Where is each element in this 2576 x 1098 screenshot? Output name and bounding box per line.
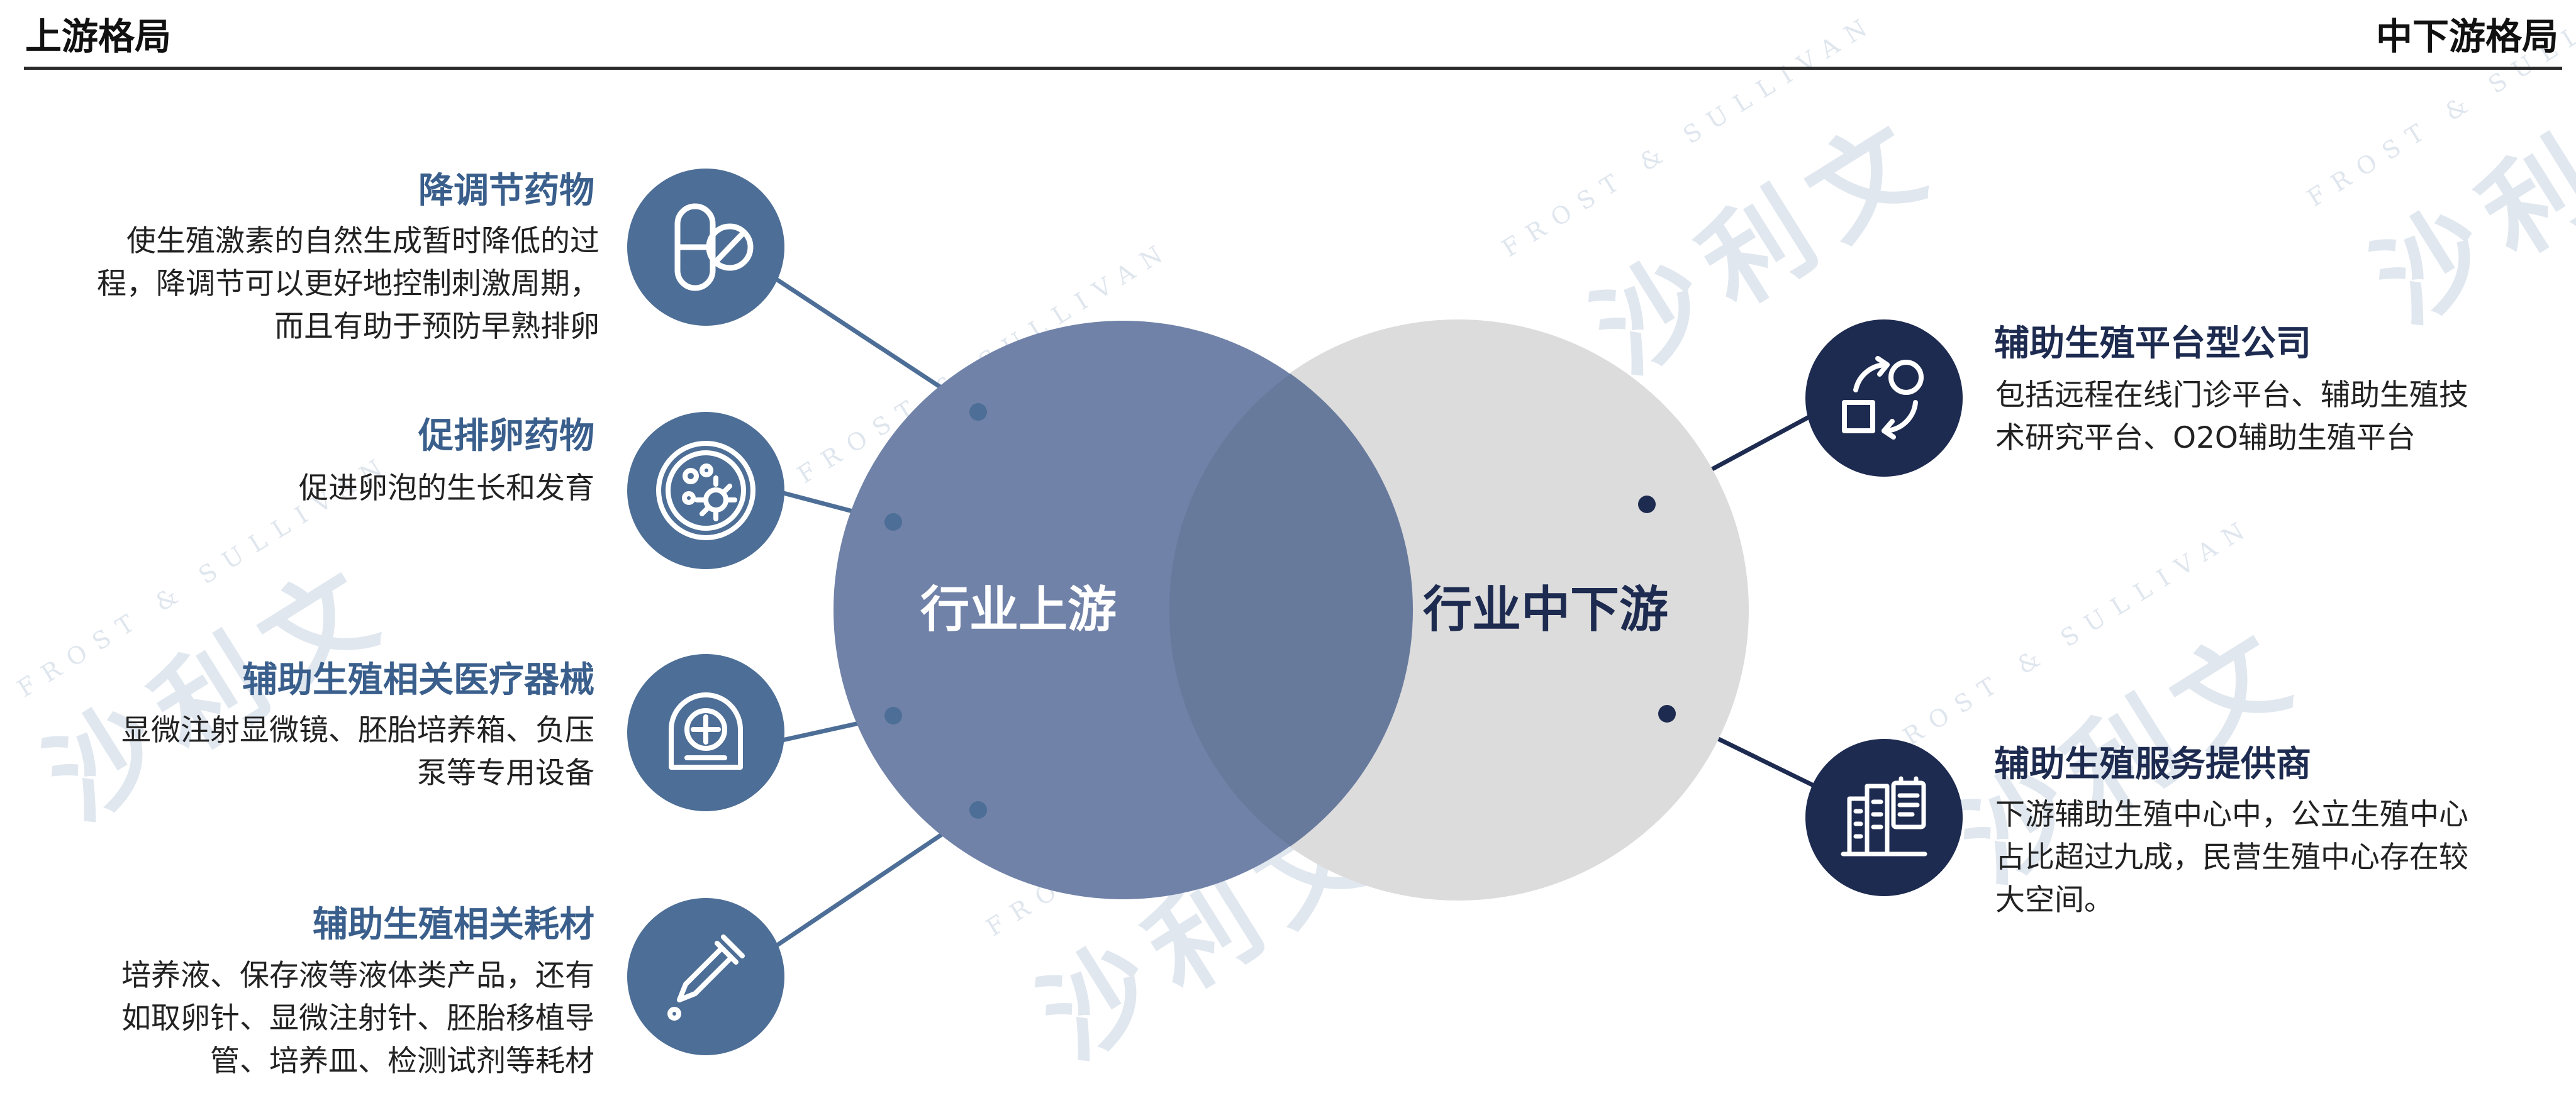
item-description-line: 包括远程在线门诊平台、辅助生殖技 [1995,378,2468,413]
item-description: 显微注射显微镜、胚胎培养箱、负压 泵等专用设备 [121,709,594,795]
item-description-line: 大空间。 [1995,883,2114,918]
connector-dot [1658,705,1676,723]
pill-capsule-icon [627,169,784,326]
upstream-section-title: 上游格局 [25,15,172,58]
platform-cycle-icon [1805,319,1963,477]
building-clipboard-icon [1805,739,1963,896]
item-description: 培养液、保存液等液体类产品，还有 如取卵针、显微注射针、胚胎移植导 管、培养皿、… [121,955,594,1083]
connector-dot [969,801,987,819]
downstream-section-title: 中下游格局 [2375,15,2558,58]
item-title: 辅助生殖服务提供商 [1994,744,2311,785]
petri-dish-icon [627,412,784,569]
connector-dot [969,403,987,421]
header-divider [24,67,2562,70]
item-description: 促进卵泡的生长和发育 [299,467,594,510]
item-description-line: 占比超过九成，民营生殖中心存在较 [1995,840,2468,875]
item-title: 辅助生殖相关耗材 [313,904,594,945]
item-description: 包括远程在线门诊平台、辅助生殖技 术研究平台、O2O辅助生殖平台 [1995,374,2468,460]
item-title: 辅助生殖相关医疗器械 [242,660,594,701]
item-description: 下游辅助生殖中心中，公立生殖中心 占比超过九成，民营生殖中心存在较 大空间。 [1995,794,2468,922]
item-title: 促排卵药物 [418,416,594,457]
upstream-circle-label: 行业上游 [920,582,1117,638]
item-description-line: 泵等专用设备 [417,756,594,790]
item-description-line: 而且有助于预防早熟排卵 [274,309,599,344]
connector-dot [884,513,902,531]
item-description-line: 下游辅助生殖中心中，公立生殖中心 [1995,797,2468,832]
item-description-line: 显微注射显微镜、胚胎培养箱、负压 [121,713,594,748]
item-description-line: 培养液、保存液等液体类产品，还有 [121,958,594,993]
item-description: 使生殖激素的自然生成暂时降低的过 程，降调节可以更好地控制刺激周期， 而且有助于… [97,220,599,348]
item-description-line: 管、培养皿、检测试剂等耗材 [210,1044,594,1079]
item-description-line: 术研究平台、O2O辅助生殖平台 [1995,421,2416,455]
item-title: 降调节药物 [418,170,594,211]
connector-dots [884,403,1676,819]
connector-dot [884,707,902,724]
item-description-line: 如取卵针、显微注射针、胚胎移植导 [121,1001,594,1036]
downstream-circle-label: 行业中下游 [1423,582,1669,638]
item-description-line: 促进卵泡的生长和发育 [299,471,594,506]
mri-scanner-icon [627,654,784,811]
dropper-icon [627,898,784,1055]
circle-overlap [1169,374,1413,846]
item-title: 辅助生殖平台型公司 [1994,323,2311,364]
item-description-line: 使生殖激素的自然生成暂时降低的过 [126,224,599,258]
item-description-line: 程，降调节可以更好地控制刺激周期， [97,267,599,301]
connector-dot [1638,496,1656,513]
